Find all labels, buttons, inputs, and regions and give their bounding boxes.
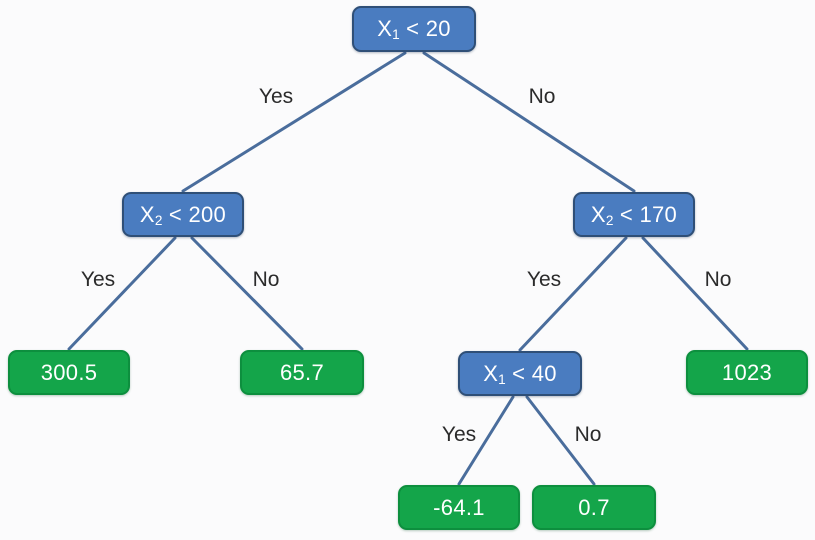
node-variable-subscript: 2 [605,212,614,228]
node-condition: < 40 [505,360,557,386]
node-variable-subscript: 1 [498,371,506,387]
edge-label-e-mid-yes: Yes [441,423,477,446]
leaf-node-leaf-neg64[interactable]: -64.1 [398,485,520,530]
node-condition: < 170 [613,201,678,227]
tree-edge-e-right-no [641,236,749,351]
node-variable: X [377,16,393,41]
node-condition: < 200 [162,201,227,227]
edge-label-e-mid-no: No [574,423,602,446]
node-label: X2 < 170 [591,202,677,228]
node-condition: < 20 [399,16,451,41]
node-label: 1023 [721,359,773,385]
node-variable: X [139,201,155,227]
node-variable-subscript: 1 [392,27,400,42]
decision-node-n-left[interactable]: X2 < 200 [122,192,244,237]
tree-edge-e-root-left [181,51,407,193]
node-label: X2 < 200 [140,202,226,228]
tree-edge-e-mid-no [525,395,596,486]
edge-label-e-root-left: Yes [258,85,294,108]
node-label: 65.7 [279,359,325,385]
decision-node-root[interactable]: X1 < 20 [352,6,476,52]
edge-label-e-left-no: No [252,268,280,291]
leaf-node-leaf-300[interactable]: 300.5 [8,350,130,395]
node-variable-subscript: 2 [154,212,163,228]
node-variable: X [483,360,499,386]
leaf-node-leaf-65[interactable]: 65.7 [240,350,364,395]
node-label: 300.5 [40,359,98,385]
node-variable: X [590,201,606,227]
node-label: -64.1 [433,494,485,520]
node-label: X1 < 40 [483,361,557,387]
decision-node-n-right[interactable]: X2 < 170 [573,192,695,237]
tree-edge-e-right-yes [518,236,628,352]
decision-node-n-mid[interactable]: X1 < 40 [458,351,582,396]
leaf-node-leaf-1023[interactable]: 1023 [686,350,808,395]
node-label: 0.7 [578,494,610,520]
tree-edge-e-root-right [422,51,636,193]
tree-edge-e-left-no [190,236,304,351]
leaf-node-leaf-07[interactable]: 0.7 [532,485,656,530]
edge-label-e-root-right: No [528,85,556,108]
edge-label-e-left-yes: Yes [80,268,116,291]
node-label: X1 < 20 [377,16,451,42]
edge-label-e-right-yes: Yes [526,268,562,291]
tree-edge-e-mid-yes [457,395,515,486]
edge-label-e-right-no: No [704,268,732,291]
tree-edge-e-left-yes [67,236,177,351]
